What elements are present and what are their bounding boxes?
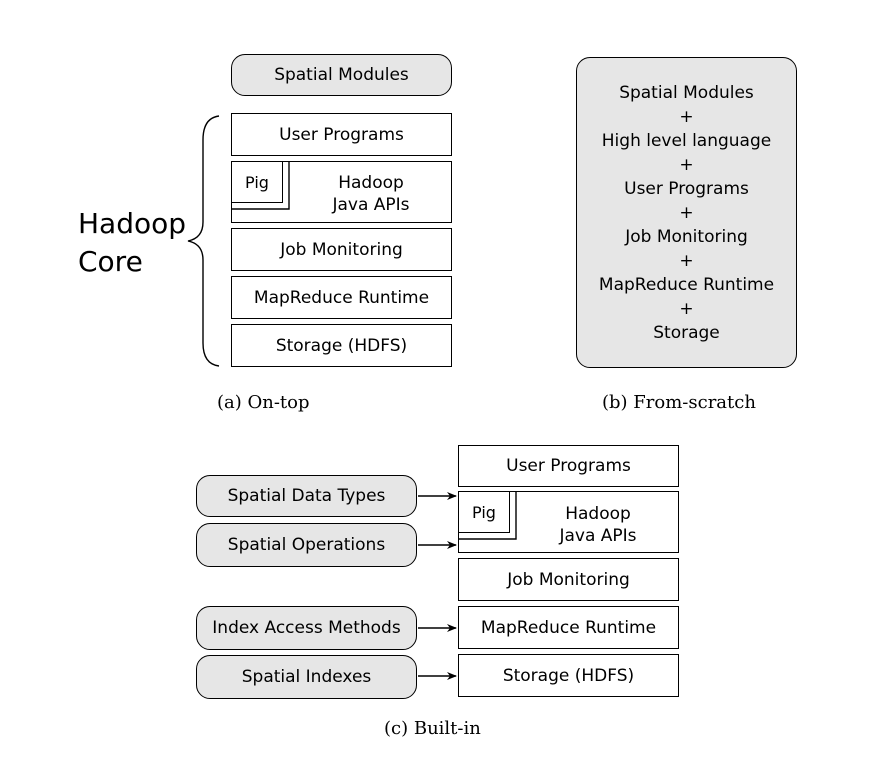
c-storage-label: Storage (HDFS)	[502, 665, 635, 686]
a-user-programs-box: User Programs	[231, 113, 452, 156]
caption-b: (b) From-scratch	[602, 392, 756, 413]
a-pig-box: Pig	[231, 161, 283, 203]
hadoop-core-line1: Hadoop	[78, 207, 187, 240]
c-job-monitoring-box: Job Monitoring	[458, 558, 679, 601]
c-spatial-indexes-box: Spatial Indexes	[196, 655, 417, 699]
a-pig-label: Pig	[245, 172, 269, 192]
b-line: Job Monitoring	[625, 226, 748, 247]
b-line: Storage	[653, 322, 720, 343]
b-line: +	[679, 298, 694, 319]
c-storage-box: Storage (HDFS)	[458, 654, 679, 697]
hadoop-core-label: Hadoop Core	[78, 205, 186, 281]
b-line: +	[679, 250, 694, 271]
b-line: +	[679, 106, 694, 127]
c-user-programs-label: User Programs	[506, 456, 631, 476]
c-pig-box: Pig	[458, 491, 510, 533]
b-from-scratch-box: Spatial Modules + High level language + …	[576, 57, 797, 368]
caption-a: (a) On-top	[217, 392, 310, 413]
c-spatial-indexes-label: Spatial Indexes	[241, 667, 372, 687]
c-hadoop-label: Hadoop	[565, 504, 631, 524]
c-pig-label: Pig	[472, 502, 496, 522]
c-user-programs-box: User Programs	[458, 445, 679, 487]
c-hadoop-api-text: Hadoop Java APIs	[517, 503, 679, 547]
a-hadoop-api-text: Hadoop Java APIs	[290, 172, 452, 216]
b-line: +	[679, 154, 694, 175]
c-spatial-data-types-box: Spatial Data Types	[196, 475, 417, 517]
a-spatial-modules-box: Spatial Modules	[231, 54, 452, 96]
c-java-apis-label: Java APIs	[559, 526, 637, 546]
c-spatial-operations-box: Spatial Operations	[196, 523, 417, 567]
c-mapreduce-runtime-label: MapReduce Runtime	[480, 617, 657, 638]
a-mapreduce-runtime-label: MapReduce Runtime	[253, 287, 430, 308]
hadoop-core-line2: Core	[78, 245, 143, 278]
a-spatial-modules-label: Spatial Modules	[274, 65, 409, 85]
a-storage-box: Storage (HDFS)	[231, 324, 452, 367]
c-index-access-methods-label: Index Access Methods	[212, 618, 401, 638]
a-mapreduce-runtime-box: MapReduce Runtime	[231, 276, 452, 319]
b-line: User Programs	[624, 178, 749, 199]
b-line: MapReduce Runtime	[598, 274, 775, 295]
b-line: Spatial Modules	[619, 82, 754, 103]
c-index-access-methods-box: Index Access Methods	[196, 606, 417, 650]
a-job-monitoring-label: Job Monitoring	[280, 239, 403, 260]
a-java-apis-label: Java APIs	[332, 195, 410, 215]
a-job-monitoring-box: Job Monitoring	[231, 228, 452, 271]
c-job-monitoring-label: Job Monitoring	[507, 569, 630, 590]
b-line: High level language	[601, 130, 772, 151]
c-mapreduce-runtime-box: MapReduce Runtime	[458, 606, 679, 649]
b-line: +	[679, 202, 694, 223]
caption-c: (c) Built-in	[384, 718, 481, 739]
c-spatial-data-types-label: Spatial Data Types	[227, 486, 386, 506]
c-spatial-operations-label: Spatial Operations	[227, 535, 386, 555]
a-storage-label: Storage (HDFS)	[275, 335, 408, 356]
a-hadoop-label: Hadoop	[338, 173, 404, 193]
a-user-programs-label: User Programs	[279, 124, 404, 145]
